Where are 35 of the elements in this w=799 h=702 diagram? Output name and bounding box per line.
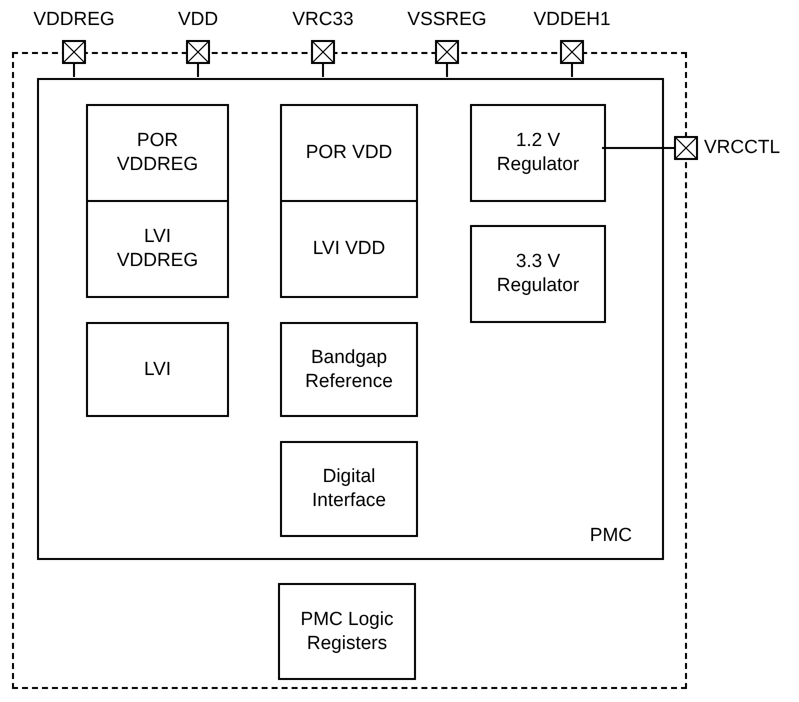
connector-line bbox=[197, 64, 199, 77]
block-title: PMC bbox=[590, 524, 632, 548]
block-label: 1.2 V Regulator bbox=[496, 129, 580, 177]
connector-line bbox=[73, 64, 75, 77]
block-label: LVI VDDREG bbox=[116, 225, 200, 273]
block-label: Bandgap Reference bbox=[304, 346, 394, 394]
connector-line bbox=[602, 147, 674, 149]
block-label: POR VDD bbox=[304, 141, 394, 165]
function-block bbox=[86, 200, 229, 298]
pin-label: VRCCTL bbox=[704, 136, 780, 160]
function-block bbox=[470, 104, 606, 202]
pin-label: VDD bbox=[178, 8, 218, 32]
block-label: LVI bbox=[142, 358, 172, 382]
block-label: 3.3 V Regulator bbox=[496, 250, 580, 298]
function-block bbox=[86, 322, 229, 417]
function-block bbox=[278, 583, 416, 680]
function-block bbox=[280, 322, 418, 417]
block-label: POR VDDREG bbox=[116, 129, 200, 177]
connector-line bbox=[571, 64, 573, 77]
function-block bbox=[86, 104, 229, 202]
block-label: LVI VDD bbox=[312, 237, 386, 261]
connector-line bbox=[322, 64, 324, 77]
pmc-block bbox=[37, 78, 664, 560]
block-label: Digital Interface bbox=[311, 465, 387, 513]
function-block bbox=[280, 104, 418, 202]
module-boundary bbox=[12, 52, 687, 689]
pin-label: VRC33 bbox=[292, 8, 354, 32]
pin-label: VDDREG bbox=[33, 8, 115, 32]
pin-label: VSSREG bbox=[407, 8, 487, 32]
function-block bbox=[470, 225, 606, 323]
function-block bbox=[280, 441, 418, 537]
connector-line bbox=[446, 64, 448, 77]
pin-label: VDDEH1 bbox=[533, 8, 611, 32]
function-block bbox=[280, 200, 418, 298]
block-label: PMC Logic Registers bbox=[300, 608, 394, 656]
